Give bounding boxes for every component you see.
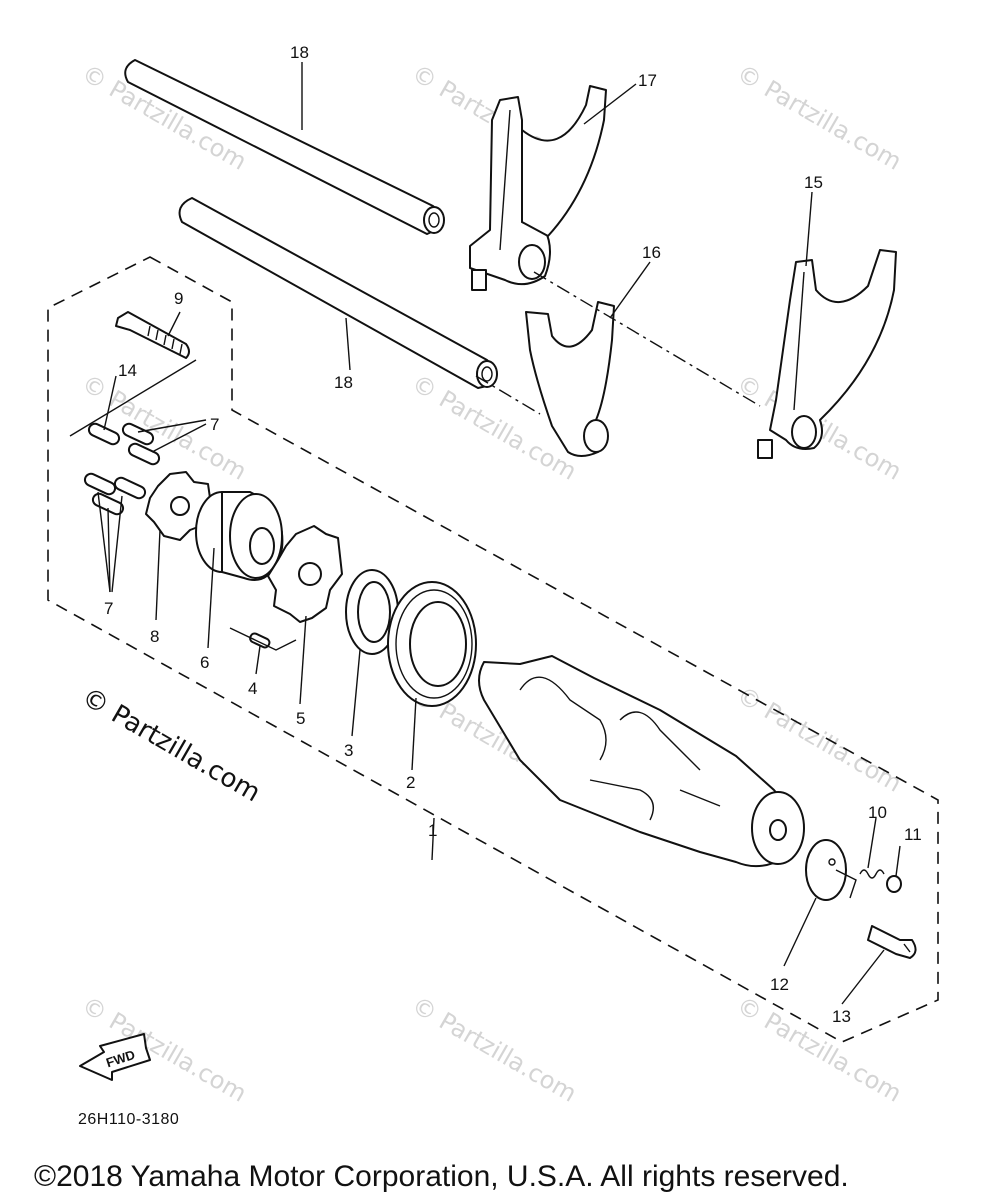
callout-3: 3 — [344, 741, 353, 760]
shift-fork-shaft-lower — [178, 197, 498, 389]
callout-10: 10 — [868, 803, 887, 822]
callout-7: 7 — [210, 415, 219, 434]
shift-fork-16 — [525, 301, 615, 457]
drawing-code: 26H110-3180 — [78, 1111, 179, 1128]
ring-3 — [345, 569, 399, 655]
callout-4: 4 — [248, 679, 257, 698]
segment-6 — [195, 491, 284, 581]
copyright: ©2018 Yamaha Motor Corporation, U.S.A. A… — [34, 1160, 849, 1193]
fwd-arrow-icon: FWD — [79, 1033, 151, 1081]
watermark: © Partzilla.com — [407, 991, 581, 1108]
callout-14: 14 — [118, 361, 137, 380]
callout-9: 9 — [174, 289, 183, 308]
watermark: © Partzilla.com — [732, 991, 906, 1108]
screw-13 — [867, 925, 917, 959]
callout-13: 13 — [832, 1007, 851, 1026]
watermark-large: © Partzilla.com — [77, 682, 266, 808]
watermark: © Partzilla.com — [732, 59, 906, 176]
callout-5: 5 — [296, 709, 305, 728]
axis-line — [533, 271, 761, 407]
callout-18: 18 — [334, 373, 353, 392]
spring-10 — [859, 869, 885, 879]
callout-12: 12 — [770, 975, 789, 994]
callouts: 18 17 15 16 9 18 14 7 7 8 6 4 5 3 2 1 10… — [104, 43, 922, 1026]
screw-9 — [115, 311, 190, 359]
callout-17: 17 — [638, 71, 657, 90]
callout-15: 15 — [804, 173, 823, 192]
callout-18: 18 — [290, 43, 309, 62]
pin-11 — [886, 875, 902, 893]
callout-6: 6 — [200, 653, 209, 672]
callout-1: 1 — [428, 821, 437, 840]
callout-11: 11 — [904, 825, 922, 844]
shift-fork-shaft-upper — [124, 59, 445, 235]
callout-2: 2 — [406, 773, 415, 792]
shift-fork-15 — [757, 249, 897, 459]
callout-8: 8 — [150, 627, 159, 646]
axis-line — [475, 375, 541, 415]
segment-5 — [267, 525, 343, 623]
bearing-2 — [387, 581, 477, 707]
pins — [83, 422, 161, 516]
callout-7: 7 — [104, 599, 113, 618]
shift-drum-1 — [478, 655, 805, 868]
star-plate-8 — [145, 471, 211, 541]
plate-12 — [805, 839, 847, 901]
callout-16: 16 — [642, 243, 661, 262]
assembly-boundary — [47, 256, 939, 1043]
leader-lines — [69, 62, 901, 1005]
